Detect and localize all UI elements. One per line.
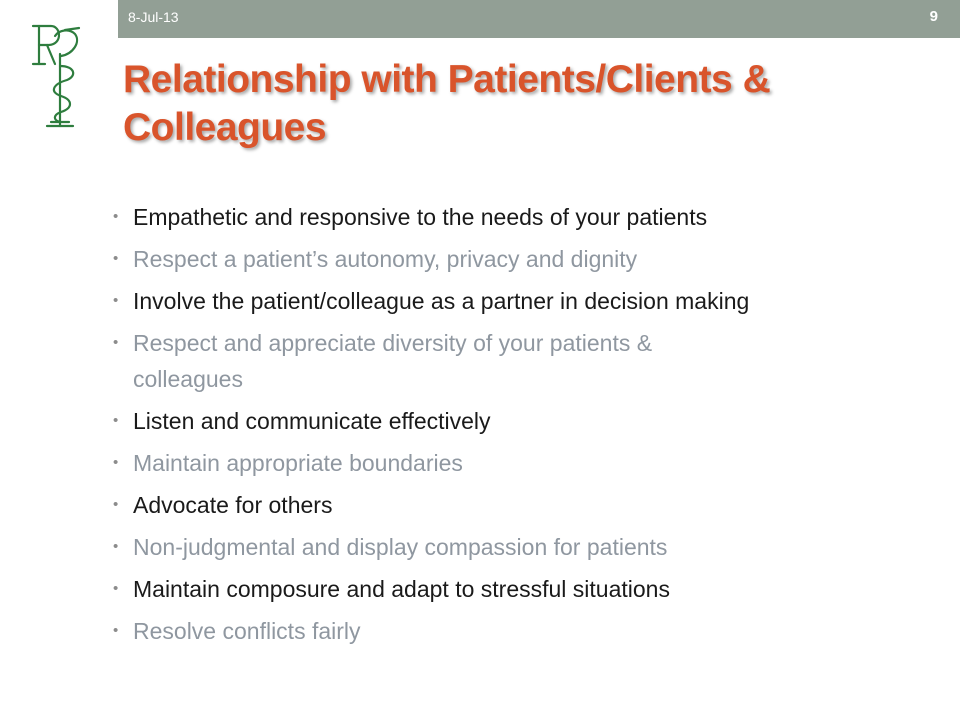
bullet-dot-icon: • [113,292,119,309]
bullet-item: • Involve the patient/colleague as a par… [112,283,932,319]
slide-title: Relationship with Patients/Clients & Col… [123,56,943,152]
bullet-item: • Respect a patient’s autonomy, privacy … [112,241,932,277]
slide-header-bar: 8-Jul-13 9 [118,0,960,38]
bullet-text: Advocate for others [133,492,333,518]
bullet-text: Respect and appreciate diversity of your… [133,330,653,356]
slide-title-line1: Relationship with Patients/Clients & [123,58,771,101]
bullet-dot-icon: • [113,208,119,225]
bullet-text: Involve the patient/colleague as a partn… [133,288,750,314]
bullet-dot-icon: • [113,538,119,555]
bullet-text: Resolve conflicts fairly [133,618,361,644]
bullet-text: Listen and communicate effectively [133,408,491,434]
bullet-item: • Empathetic and responsive to the needs… [112,199,932,235]
bullet-dot-icon: • [113,250,119,267]
bullet-item: • Respect and appreciate diversity of yo… [112,325,932,397]
bullet-dot-icon: • [113,496,119,513]
bullet-item: • Maintain appropriate boundaries [112,445,932,481]
bullet-item: • Resolve conflicts fairly [112,613,932,649]
bullet-text: Non-judgmental and display compassion fo… [133,534,668,560]
bullet-item: • Advocate for others [112,487,932,523]
bullet-dot-icon: • [113,580,119,597]
bullet-list: • Empathetic and responsive to the needs… [112,199,932,655]
bullet-dot-icon: • [113,622,119,639]
bullet-text: Empathetic and responsive to the needs o… [133,204,708,230]
bullet-dot-icon: • [113,412,119,429]
bullet-text: Maintain appropriate boundaries [133,450,463,476]
rx-caduceus-logo-icon [31,24,81,128]
slide-date: 8-Jul-13 [128,9,179,25]
slide-number: 9 [929,8,938,25]
bullet-text: Respect a patient’s autonomy, privacy an… [133,246,638,272]
bullet-text: Maintain composure and adapt to stressfu… [133,576,670,602]
bullet-item: • Non-judgmental and display compassion … [112,529,932,565]
slide-title-line2: Colleagues [123,106,327,149]
bullet-dot-icon: • [113,454,119,471]
bullet-item: • Maintain composure and adapt to stress… [112,571,932,607]
bullet-dot-icon: • [113,334,119,351]
bullet-item: • Listen and communicate effectively [112,403,932,439]
bullet-text-continued: colleagues [133,366,243,392]
